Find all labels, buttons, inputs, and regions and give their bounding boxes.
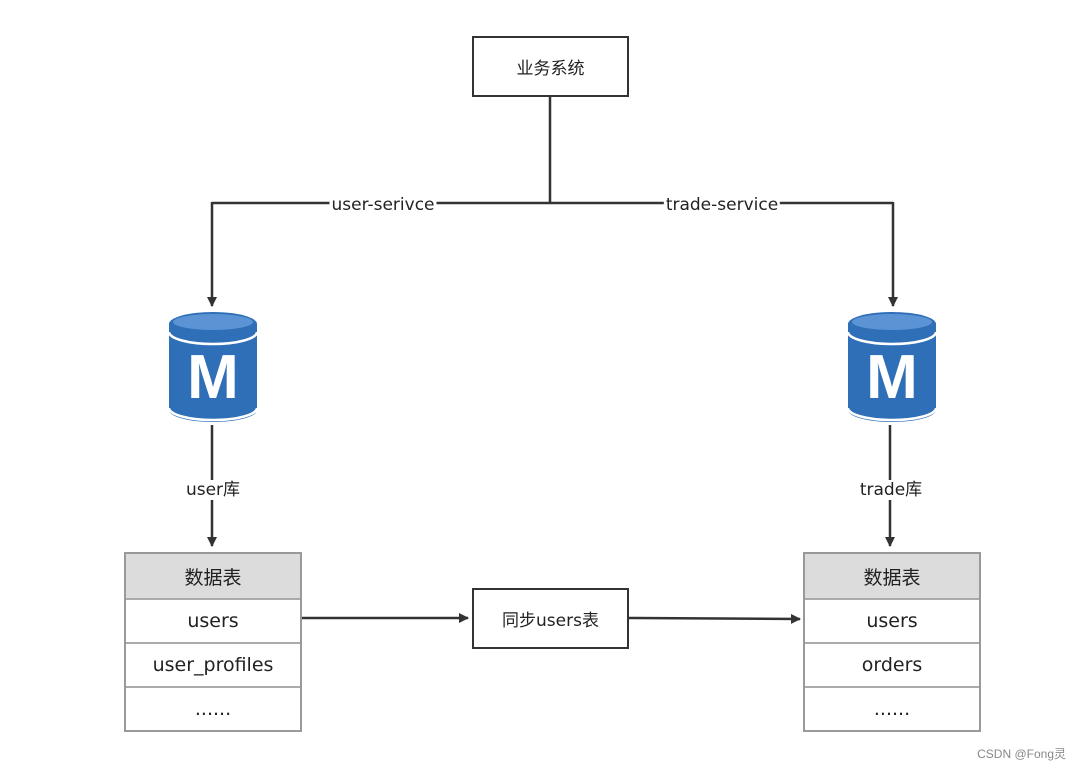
mysql-database-icon: M — [167, 312, 259, 422]
table-row: orders — [805, 642, 979, 686]
trade-db-table: 数据表 users orders ...... — [803, 552, 981, 732]
table-row: users — [805, 598, 979, 642]
sync-users-box: 同步users表 — [472, 588, 629, 649]
user-db-table: 数据表 users user_profiles ...... — [124, 552, 302, 732]
from-sync-arrow — [628, 613, 801, 624]
watermark: CSDN @Fong灵 — [977, 747, 1066, 761]
table-row: users — [126, 598, 300, 642]
table-header: 数据表 — [805, 554, 979, 598]
edge-label-trade-service: trade-service — [663, 195, 781, 215]
sync-users-label: 同步users表 — [502, 611, 599, 631]
mysql-database-icon: M — [846, 312, 938, 422]
table-header: 数据表 — [126, 554, 300, 598]
db-letter: M — [866, 343, 918, 412]
business-system-box: 业务系统 — [472, 36, 629, 97]
table-row: user_profiles — [126, 642, 300, 686]
db-letter: M — [187, 343, 239, 412]
edge-label-trade-db: trade库 — [857, 480, 925, 500]
edge-label-user-service: user-serivce — [329, 195, 437, 215]
table-row: ...... — [126, 686, 300, 730]
edge-label-user-db: user库 — [183, 480, 243, 500]
business-system-label: 业务系统 — [516, 59, 585, 79]
table-row: ...... — [805, 686, 979, 730]
